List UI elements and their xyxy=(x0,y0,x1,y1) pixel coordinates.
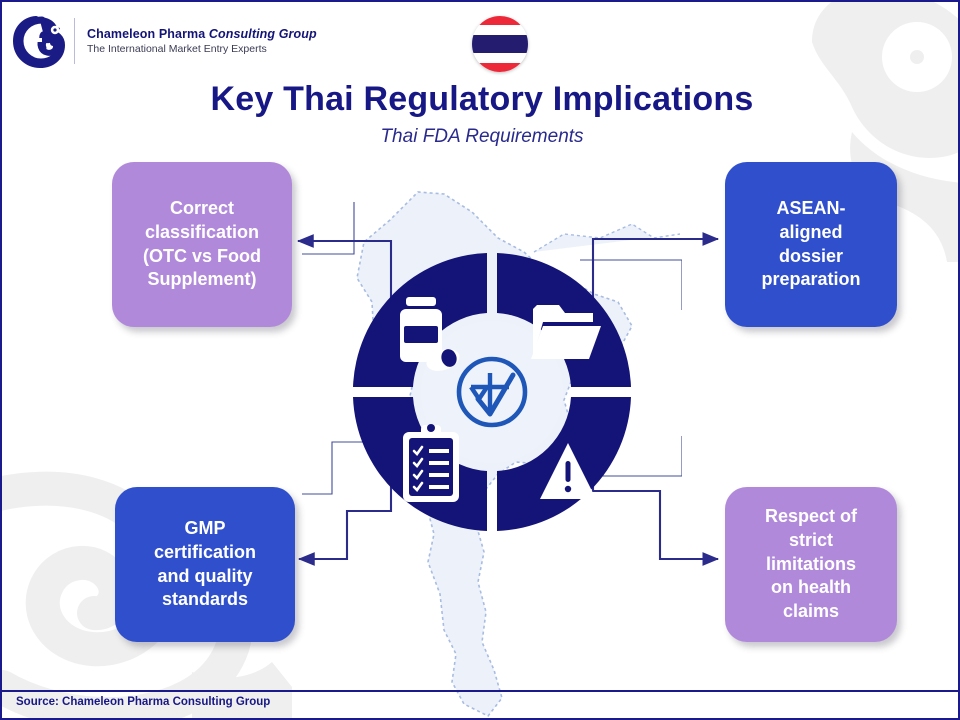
page-subtitle: Thai FDA Requirements xyxy=(380,126,584,147)
source-text: Source: Chameleon Pharma Consulting Grou… xyxy=(16,696,271,708)
page-title: Key Thai Regulatory Implications xyxy=(210,80,754,118)
brand-name: Chameleon Pharma Consulting Group xyxy=(87,27,317,41)
brand-name-bold: Chameleon Pharma xyxy=(87,26,209,41)
box-label: ASEAN- aligned dossier preparation xyxy=(761,198,861,290)
box-asean-dossier[interactable]: ASEAN- aligned dossier preparation xyxy=(725,162,897,327)
thailand-flag-icon xyxy=(472,16,528,72)
brand-tagline: The International Market Entry Experts xyxy=(87,43,267,56)
brand-name-italic: Consulting Group xyxy=(208,26,317,41)
brand-logo-block: Chameleon Pharma Consulting Group The In… xyxy=(12,12,317,70)
box-health-claims[interactable]: Respect of strict limitations on health … xyxy=(725,487,897,642)
chameleon-logo-icon xyxy=(12,14,66,69)
clipboard-checklist-icon xyxy=(403,424,459,502)
box-label: Correct classification (OTC vs Food Supp… xyxy=(143,198,261,290)
box-gmp-certification[interactable]: GMP certification and quality standards xyxy=(115,487,295,642)
box-label: GMP certification and quality standards xyxy=(153,518,257,610)
footer-bar: Source: Chameleon Pharma Consulting Grou… xyxy=(2,690,958,718)
central-diagram xyxy=(347,247,637,537)
box-label: Respect of strict limitations on health … xyxy=(764,506,858,622)
box-correct-classification[interactable]: Correct classification (OTC vs Food Supp… xyxy=(112,162,292,327)
open-folder-icon xyxy=(531,305,601,359)
logo-divider xyxy=(74,18,75,64)
